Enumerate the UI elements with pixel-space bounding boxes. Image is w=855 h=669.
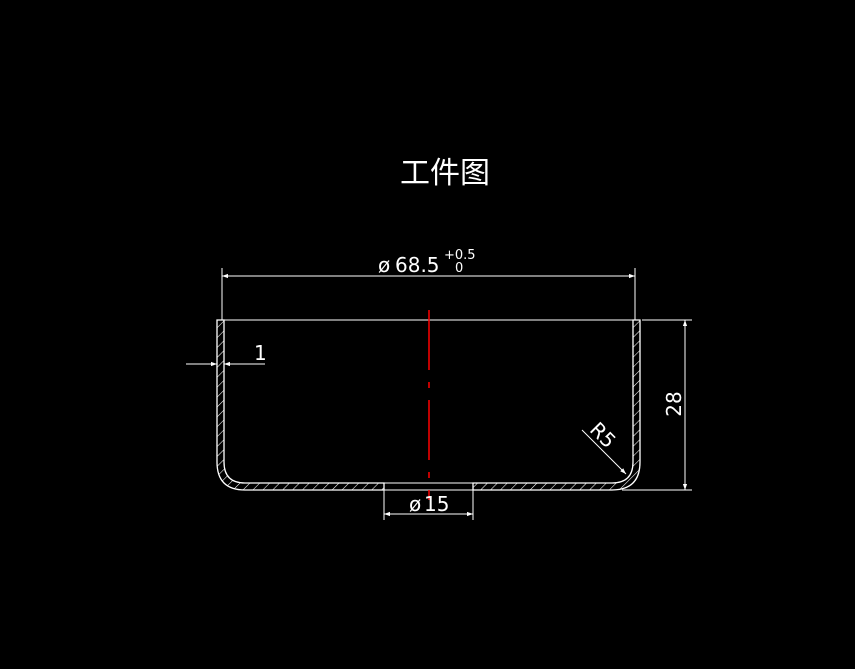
bottom-hole-value: 15 bbox=[424, 492, 449, 516]
dimension-outer-diameter: ø 68.5 +0.5 0 bbox=[221, 248, 636, 320]
outer-diameter-upper-tol: +0.5 bbox=[444, 248, 476, 263]
dimension-bottom-hole: ø 15 bbox=[383, 490, 474, 520]
fillet-radius-value: R5 bbox=[585, 417, 621, 453]
outer-diameter-lower-tol: 0 bbox=[455, 261, 463, 276]
wall-thickness-value: 1 bbox=[254, 341, 267, 365]
wall-section-right bbox=[472, 319, 641, 491]
dimension-fillet-radius: R5 bbox=[581, 417, 627, 475]
outer-diameter-value: 68.5 bbox=[395, 253, 440, 277]
drawing-title: 工件图 bbox=[400, 156, 490, 191]
wall-section-left bbox=[216, 319, 385, 491]
dimension-wall-thickness: 1 bbox=[186, 341, 267, 367]
dimension-height: 28 bbox=[622, 319, 692, 491]
outer-diameter-prefix: ø bbox=[378, 253, 390, 277]
bottom-hole-prefix: ø bbox=[409, 492, 421, 516]
height-value: 28 bbox=[662, 391, 686, 416]
